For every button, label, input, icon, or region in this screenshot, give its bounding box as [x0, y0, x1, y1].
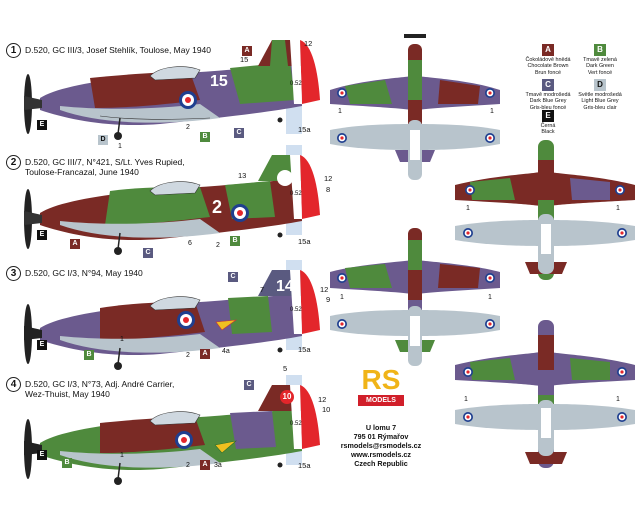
callout: 12	[320, 285, 329, 294]
callout: 1	[120, 452, 124, 459]
callout: 1	[120, 336, 124, 343]
callout: 0.52	[290, 307, 302, 313]
paint-key-e: E	[37, 120, 47, 130]
address-block: U lomu 7 795 01 Rýmařov rsmodels@rsmodel…	[340, 423, 422, 468]
callout: 15	[240, 55, 249, 64]
callout: 4a	[222, 348, 230, 355]
callout: 12	[324, 174, 333, 183]
callout: 0.52	[290, 81, 302, 87]
legend-swatch-c: C	[542, 79, 554, 91]
fuselage-code: 14	[276, 278, 294, 295]
profile-number: 3	[6, 266, 21, 281]
fuselage-code: 10	[280, 390, 294, 404]
fuselage-code: 15	[210, 73, 228, 90]
callout: 1	[490, 108, 494, 115]
profile-caption: Wez-Thuist, May 1940	[25, 389, 110, 399]
paint-key-a: A	[242, 46, 252, 56]
legend-swatch-e: E	[542, 110, 554, 122]
callout: 12	[318, 395, 327, 404]
profile-number: 4	[6, 377, 21, 392]
callout: 5	[283, 364, 288, 373]
legend-swatch-d: D	[594, 79, 606, 91]
legend-swatch-b: B	[594, 44, 606, 56]
paint-key-a: A	[200, 460, 210, 470]
paint-key-c: C	[234, 128, 244, 138]
callout: 1	[616, 205, 620, 212]
callout: 1	[118, 143, 122, 150]
callout: 2	[186, 352, 190, 359]
callout: 3a	[214, 462, 222, 469]
callout: 1	[466, 205, 470, 212]
paint-key-b: B	[230, 236, 240, 246]
paint-key-a: A	[200, 349, 210, 359]
profile-number: 1	[6, 43, 21, 58]
callout: 0.52	[290, 421, 302, 427]
callout: 12	[304, 39, 313, 48]
paint-key-b: B	[84, 350, 94, 360]
callout: 13	[238, 171, 247, 180]
callout: 10	[322, 405, 331, 414]
callout: 8	[326, 185, 331, 194]
paint-key-a: A	[70, 239, 80, 249]
callout: 15a	[298, 345, 311, 354]
paint-key-e: E	[37, 230, 47, 240]
legend-swatch-a: A	[542, 44, 554, 56]
callout: 1	[488, 294, 492, 301]
profile-caption: Toulose-Francazal, June 1940	[25, 167, 139, 177]
callout: 0.52	[290, 191, 302, 197]
callout: 6	[188, 240, 192, 247]
callout: 1	[340, 294, 344, 301]
callout: 15a	[298, 237, 311, 246]
profile-caption: D.520, GC III/7, N°421, S/Lt. Yves Rupie…	[25, 157, 185, 167]
callout: 1	[464, 396, 468, 403]
callout: 9	[326, 295, 331, 304]
rs-models-logo: RS MODELS	[356, 365, 406, 409]
callout: 7	[260, 285, 265, 294]
paint-key-c: C	[228, 272, 238, 282]
callout: 1	[338, 108, 342, 115]
profile-caption: D.520, GC I/3, N°73, Adj. André Carrier,	[25, 379, 175, 389]
profile-caption: D.520, GC I/3, N°94, May 1940	[25, 268, 143, 278]
paint-key-c: C	[143, 248, 153, 258]
paint-key-b: B	[200, 132, 210, 142]
callout: 1	[616, 396, 620, 403]
callout: 15a	[298, 125, 311, 134]
fuselage-code: 2	[212, 197, 223, 217]
paint-key-b: B	[62, 458, 72, 468]
callout: 2	[216, 242, 220, 249]
profile-caption: D.520, GC III/3, Josef Stehlík, Toulose,…	[25, 45, 211, 55]
paint-key-d: D	[98, 135, 108, 145]
callout: 2	[186, 462, 190, 469]
paint-key-e: E	[37, 340, 47, 350]
paint-key-c: C	[244, 380, 254, 390]
callout: 15a	[298, 461, 311, 470]
profile-number: 2	[6, 155, 21, 170]
callout: 2	[186, 124, 190, 131]
paint-key-e: E	[37, 450, 47, 460]
